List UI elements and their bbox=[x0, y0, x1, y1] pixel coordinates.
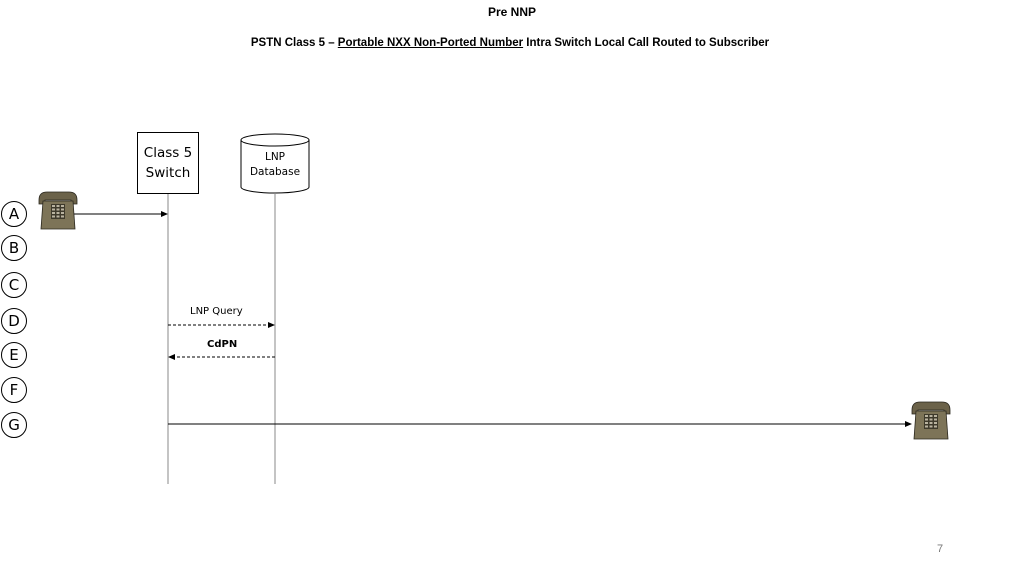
page-subtitle: PSTN Class 5 – Portable NXX Non-Ported N… bbox=[0, 37, 1020, 49]
step-marker-d: D bbox=[1, 308, 27, 334]
db-label-line2: Database bbox=[249, 166, 301, 178]
step-marker-f: F bbox=[1, 377, 27, 403]
lnp-database-cylinder bbox=[240, 133, 310, 194]
page-title: Pre NNP bbox=[487, 5, 537, 19]
switch-label-line2: Switch bbox=[145, 165, 191, 181]
step-marker-c: C bbox=[1, 272, 27, 298]
step-marker-a: A bbox=[1, 201, 27, 227]
cdpn-label: CdPN bbox=[207, 339, 238, 350]
lnp-database-label: LNP Database bbox=[241, 150, 309, 180]
step-marker-e: E bbox=[1, 342, 27, 368]
db-label-line1: LNP bbox=[264, 151, 286, 163]
subtitle-suffix: Intra Switch Local Call Routed to Subscr… bbox=[523, 37, 770, 49]
step-marker-b: B bbox=[1, 235, 27, 261]
step-marker-g: G bbox=[1, 412, 27, 438]
origin-telephone-icon bbox=[38, 191, 78, 230]
subtitle-prefix: PSTN Class 5 – bbox=[250, 37, 338, 49]
page-number: 7 bbox=[937, 543, 944, 555]
class5-switch-box: Class 5 Switch bbox=[137, 132, 199, 194]
subtitle-underlined: Portable NXX Non-Ported Number bbox=[337, 37, 524, 49]
lnp-query-label: LNP Query bbox=[190, 306, 243, 317]
destination-telephone-icon bbox=[911, 401, 951, 440]
switch-label-line1: Class 5 bbox=[143, 145, 193, 161]
